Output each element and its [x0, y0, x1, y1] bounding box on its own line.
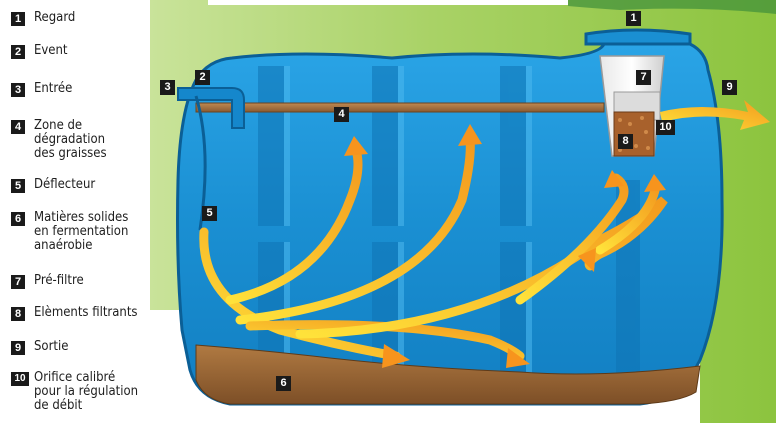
legend-item-10: 10 Orifice calibré pour la régulation de…: [11, 371, 138, 413]
legend-label: Regard: [34, 11, 75, 25]
legend-badge: 3: [11, 83, 25, 97]
legend-badge: 10: [11, 372, 29, 386]
legend-item-7: 7 Pré-filtre: [11, 274, 84, 289]
legend-item-5: 5 Déflecteur: [11, 178, 95, 193]
diagram-marker-10: 10: [656, 120, 675, 135]
diagram-marker-8: 8: [618, 134, 633, 149]
legend-label: Elèments filtrants: [34, 306, 138, 320]
diagram-marker-7: 7: [636, 70, 651, 85]
legend-badge: 5: [11, 179, 25, 193]
diagram-marker-1: 1: [626, 11, 641, 26]
diagram-marker-5: 5: [202, 206, 217, 221]
legend-badge: 1: [11, 12, 25, 26]
white-top-panel: [208, 0, 568, 5]
diagram-marker-6: 6: [276, 376, 291, 391]
diagram-marker-2: 2: [195, 70, 210, 85]
manhole-cover: [586, 30, 690, 44]
legend-badge: 8: [11, 307, 25, 321]
legend-badge: 2: [11, 45, 25, 59]
legend-item-4: 4 Zone de dégradation des graisses: [11, 119, 107, 161]
legend-item-2: 2 Event: [11, 44, 68, 59]
legend-label: Event: [34, 44, 68, 58]
legend-label: Orifice calibré pour la régulation de dé…: [34, 371, 138, 413]
legend-label: Sortie: [34, 340, 68, 354]
legend-item-3: 3 Entrée: [11, 82, 72, 97]
legend-badge: 9: [11, 341, 25, 355]
legend-item-1: 1 Regard: [11, 11, 75, 26]
diagram-marker-3: 3: [160, 80, 175, 95]
legend-badge: 7: [11, 275, 25, 289]
legend-label: Déflecteur: [34, 178, 95, 192]
grease-layer: [196, 103, 604, 112]
legend-badge: 6: [11, 212, 25, 226]
legend-label: Zone de dégradation des graisses: [34, 119, 107, 161]
legend-badge: 4: [11, 120, 25, 134]
legend-item-6: 6 Matières solides en fermentation anaér…: [11, 211, 128, 253]
legend-label: Matières solides en fermentation anaérob…: [34, 211, 128, 253]
legend-label: Entrée: [34, 82, 72, 96]
diagram-marker-9: 9: [722, 80, 737, 95]
diagram-marker-4: 4: [334, 107, 349, 122]
legend-item-8: 8 Elèments filtrants: [11, 306, 138, 321]
legend-label: Pré-filtre: [34, 274, 84, 288]
legend-item-9: 9 Sortie: [11, 340, 68, 355]
